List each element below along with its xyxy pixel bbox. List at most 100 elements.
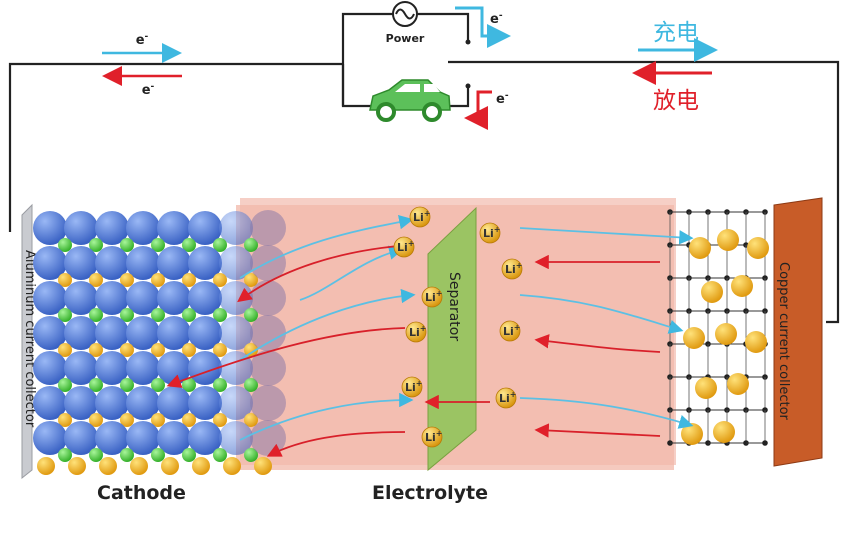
cathode-oxygen-atom [33,351,67,385]
discharge-electron-arrow [464,90,492,130]
lithium-ion: Li+ [501,258,523,280]
cathode-oxygen-atom [95,211,129,245]
cathode-metal-atom [182,378,196,392]
cathode-metal-atom [244,448,258,462]
cathode-metal-atom [89,238,103,252]
battery-body: Aluminum current collector Separator Cop… [21,197,823,480]
cathode-oxygen-atom [95,281,129,315]
anode-lithium-atom [695,377,717,399]
charge-ion-arrow [519,397,694,429]
discharge-ion-arrow [534,334,661,353]
cathode-lithium-atom [244,413,258,427]
electron-label-discharge: e- [496,91,509,107]
cathode-metal-atom [213,448,227,462]
discharge-ion-arrow [237,244,411,303]
cathode-lithium-atom [37,457,55,475]
cathode-lithium-atom [244,343,258,357]
cathode-lithium-atom [213,273,227,287]
cathode-lithium-atom [120,413,134,427]
anode-lithium-atom [681,423,703,445]
lithium-ion-sphere [479,222,501,244]
anode-lithium-atom [701,281,723,303]
lithium-ion: Li+ [421,426,443,448]
lithium-ion-sphere [499,320,521,342]
cathode-oxygen-atom [157,211,191,245]
cathode-oxygen-atom [188,421,222,455]
cathode-oxygen-atom [188,351,222,385]
discharge-ion-arrow [534,423,661,438]
charge-ion-arrow [519,227,694,245]
right-wire [505,60,840,324]
cathode-metal-atom [244,378,258,392]
cathode-lithium-atom [89,343,103,357]
cathode-lithium-atom [130,457,148,475]
electron-label-charge: e- [490,11,503,27]
discharge-ion-arrow [166,327,406,388]
cathode-lithium-atom [120,273,134,287]
aluminum-collector [21,203,33,480]
lithium-ion: Li+ [393,236,415,258]
anode-lithium-atom [747,237,769,259]
cathode-lithium-atom [192,457,210,475]
cathode-oxygen-atom [95,351,129,385]
cathode-metal-atom [120,378,134,392]
charge-ion-arrow [239,392,414,441]
cathode-lithium-atom [223,457,241,475]
cathode-metal-atom [244,238,258,252]
lithium-ion: Li+ [499,320,521,342]
cathode-oxygen-atom [219,421,253,455]
cathode-oxygen-atom [188,246,222,280]
copper-collector [773,197,823,467]
cathode-lithium-atom [254,457,272,475]
cathode-lithium-atom [182,343,196,357]
cathode-oxygen-atom [64,316,98,350]
charge-ion-arrow [239,288,416,361]
cathode-lithium-atom [89,273,103,287]
cathode-oxygen-atom [219,316,253,350]
lithium-ion-label: Li+ [409,324,426,339]
lithium-ion-label: Li+ [425,289,442,304]
cathode-metal-atom [120,308,134,322]
cathode-lithium-atom [58,273,72,287]
cathode-metal-atom [244,308,258,322]
cathode-lattice [33,210,286,475]
cathode-oxygen-atom [126,246,160,280]
cathode-metal-atom [182,448,196,462]
lithium-ion: Li+ [495,387,517,409]
cathode-edge-atom [250,210,286,246]
lithium-ion-label: Li+ [483,225,500,240]
cathode-lithium-atom [244,273,258,287]
anode-lithium-atom [717,229,739,251]
cathode-lithium-atom [58,413,72,427]
cathode-oxygen-atom [95,421,129,455]
cathode-oxygen-atom [157,246,191,280]
lithium-ion-sphere [501,258,523,280]
lithium-ion-sphere [393,236,415,258]
aluminum-collector-label: Aluminum current collector [22,250,37,428]
left-electron-label-top: e- [136,32,149,48]
cathode-lithium-atom [161,457,179,475]
cathode-oxygen-atom [126,316,160,350]
cathode-oxygen-atom [188,386,222,420]
cathode-oxygen-atom [64,246,98,280]
cathode-lithium-atom [120,343,134,357]
cathode-oxygen-atom [95,316,129,350]
cathode-lithium-atom [68,457,86,475]
cathode-lithium-atom [58,343,72,357]
cathode-oxygen-atom [157,421,191,455]
lithium-ion-sphere [495,387,517,409]
cathode-metal-atom [89,448,103,462]
charge-electron-arrow [455,6,511,48]
anode-lithium-atom [689,237,711,259]
charge-ion-arrow [299,245,404,301]
cathode-lithium-atom [213,343,227,357]
cathode-oxygen-atom [219,246,253,280]
cathode-oxygen-atom [219,211,253,245]
cathode-metal-atom [213,378,227,392]
cathode-oxygen-atom [33,386,67,420]
copper-collector-label: Copper current collector [776,262,791,421]
cathode-oxygen-atom [33,316,67,350]
ac-power-source-icon [392,1,418,27]
lithium-ion-sphere [421,426,443,448]
